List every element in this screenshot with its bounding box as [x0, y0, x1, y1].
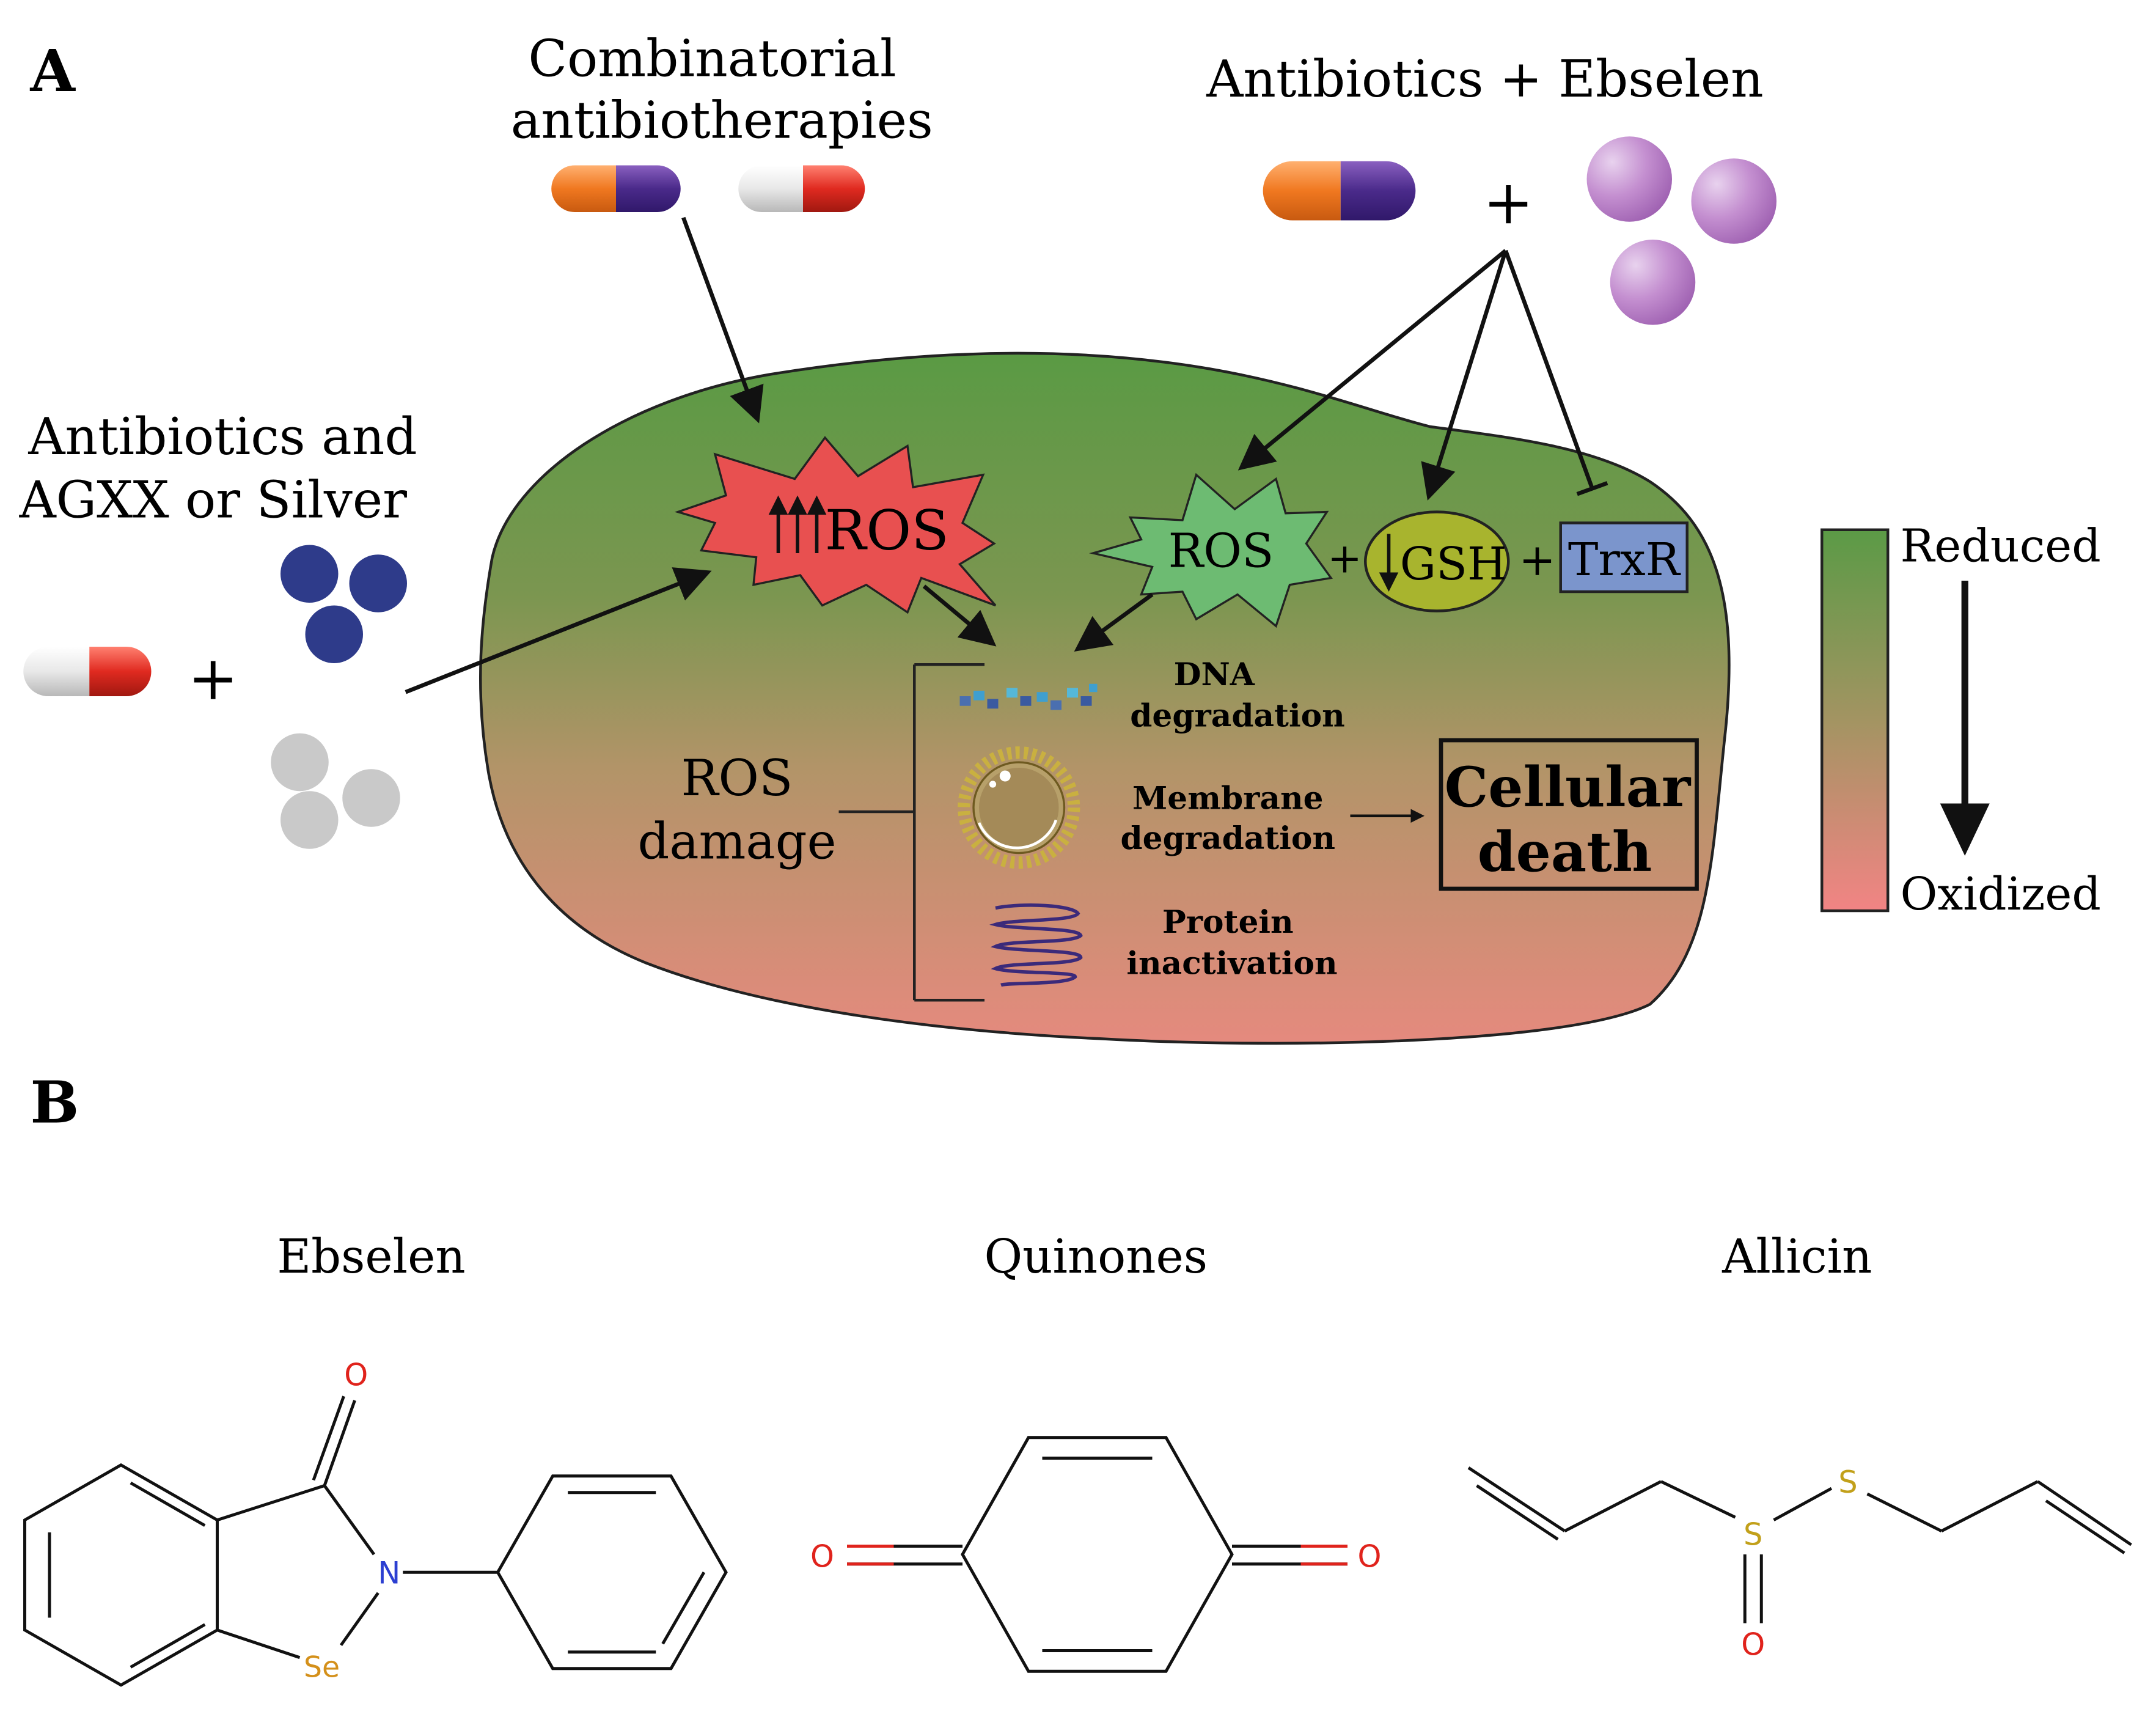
ebselen-spheres-icon [1586, 136, 1777, 325]
ebselen-pill-icon [1263, 161, 1416, 221]
quinones-name: Quinones [984, 1230, 1208, 1284]
panel-a-label: A [30, 37, 76, 105]
arrow-high-ros-to-damage [922, 584, 997, 647]
inhibit-ebselen-to-trxr [1503, 249, 1594, 490]
trxr-label: TrxR [1568, 533, 1681, 586]
cellular-death-box [1439, 738, 1699, 891]
up-arrows-icon [768, 495, 827, 553]
agxx-title-line1: Antibiotics and [28, 407, 417, 466]
gsh-label: GSH [1400, 537, 1507, 590]
ros-burst [1089, 472, 1333, 628]
allicin-structure [1467, 1466, 2132, 1623]
cellular-death-line1: Cellular [1445, 755, 1692, 820]
membrane-label-line1: Membrane [1132, 780, 1324, 817]
bacterial-cell [479, 351, 1731, 1045]
ebselen-plus-sign: + [1483, 167, 1534, 238]
panel-b-label: B [31, 1069, 79, 1137]
allicin-name: Allicin [1722, 1230, 1872, 1284]
ebselen-atom-n: N [378, 1555, 400, 1590]
down-arrow-icon [1379, 534, 1399, 592]
arrow-ebselen-to-ros [1238, 249, 1507, 471]
plus-ros-gsh: + [1327, 534, 1362, 583]
allicin-atom-o: O [1741, 1627, 1765, 1662]
protein-coil-icon [989, 903, 1083, 987]
ros-label: ROS [1168, 524, 1274, 579]
inhibit-bar [1576, 481, 1608, 496]
scale-reduced-label: Reduced [1901, 520, 2101, 573]
scale-oxidized-label: Oxidized [1901, 867, 2101, 921]
agxx-plus-sign: + [188, 644, 238, 714]
allicin-atom-s-upper: S [1838, 1465, 1857, 1500]
arrow-ros-to-damage [1074, 592, 1154, 652]
ebselen-name: Ebselen [277, 1230, 465, 1284]
quinone-structure [847, 1436, 1348, 1673]
protein-label-line1: Protein [1162, 903, 1294, 941]
orange-purple-pill-icon [551, 165, 681, 212]
gsh-oval [1364, 510, 1510, 612]
dna-label-line2: degradation [1130, 697, 1345, 735]
quinone-atom-o-right: O [1358, 1539, 1382, 1574]
scale-arrow-head [1940, 803, 1990, 856]
ros-damage-label-line2: damage [637, 814, 836, 871]
damage-bracket [838, 663, 985, 1002]
redox-scale-bar [1821, 528, 1890, 913]
cellular-death-line2: death [1478, 820, 1652, 884]
arrow-agxx-to-ros [405, 567, 712, 694]
ebselen-combo-title: Antibiotics + Ebselen [1206, 50, 1764, 109]
arrow-combinatorial-to-ros [681, 216, 764, 424]
dna-label-line1: DNA [1174, 656, 1255, 693]
combinatorial-title-line1: Combinatorial [528, 29, 896, 88]
silver-particles-icon [271, 733, 400, 849]
arrow-ebselen-to-gsh [1421, 249, 1508, 501]
ebselen-atom-se: Se [304, 1650, 340, 1684]
trxr-box [1559, 521, 1689, 594]
high-ros-burst [674, 436, 997, 614]
combinatorial-title-line2: antibiotherapies [511, 91, 933, 150]
agxx-title-line2: AGXX or Silver [19, 471, 408, 530]
protein-label-line2: inactivation [1126, 945, 1337, 982]
agxx-pill-icon [23, 647, 152, 696]
ebselen-atom-o: O [344, 1357, 368, 1392]
allicin-atom-s-lower: S [1744, 1517, 1762, 1552]
dna-fragments-icon [959, 683, 1098, 710]
high-ros-label: ROS [825, 498, 949, 562]
plus-gsh-trxr: + [1519, 534, 1555, 586]
agxx-particles-icon [280, 545, 407, 663]
white-red-pill-icon [738, 165, 865, 212]
ros-damage-label-line1: ROS [681, 750, 793, 807]
ebselen-structure [23, 1395, 728, 1687]
membrane-vesicle-icon [958, 746, 1080, 869]
membrane-label-line2: degradation [1120, 820, 1335, 857]
quinone-atom-o-left: O [810, 1539, 834, 1574]
quinone-oxygen-bonds [847, 1545, 1348, 1566]
